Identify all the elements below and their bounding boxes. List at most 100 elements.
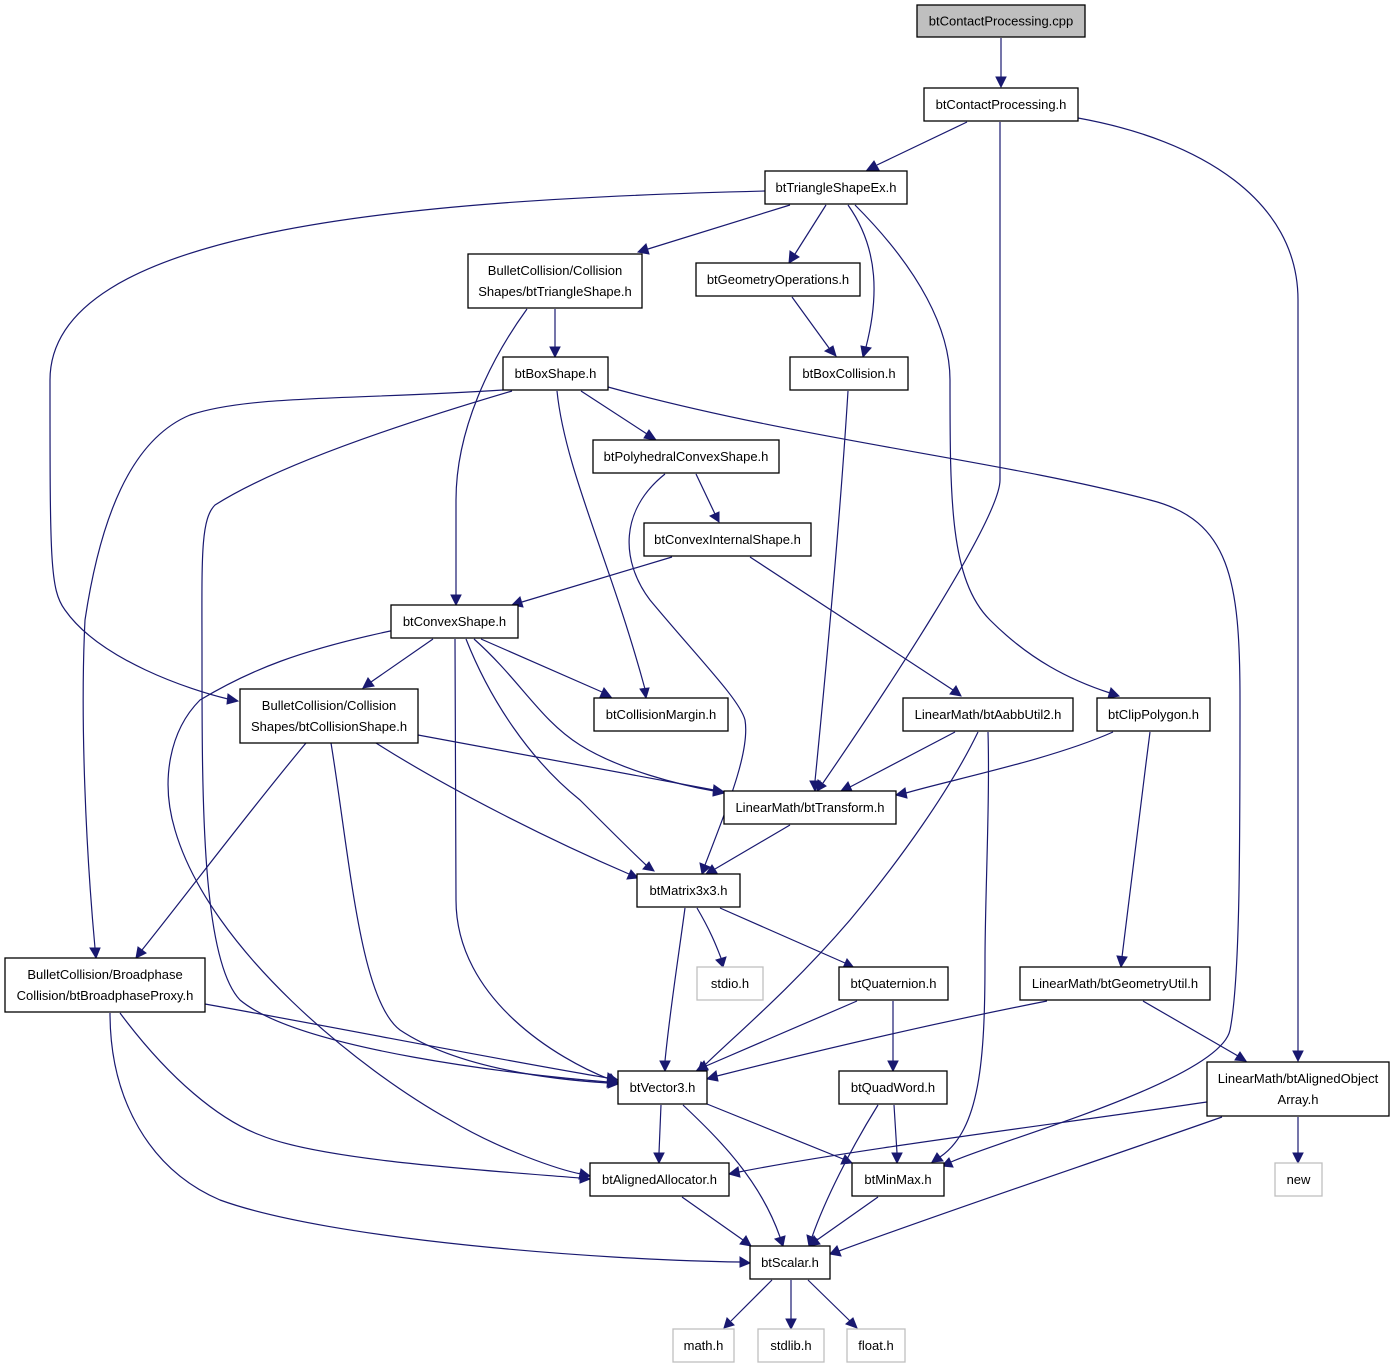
node-box xyxy=(695,262,861,297)
arrowhead xyxy=(226,693,240,705)
node-math-h[interactable]: math.h xyxy=(672,1328,735,1363)
node-bt-transform[interactable]: LinearMath/btTransform.h xyxy=(723,790,897,825)
node-bt-aabb-util2[interactable]: LinearMath/btAabbUtil2.h xyxy=(902,697,1074,732)
edge-bt-convex-shape-to-bt-collision-margin xyxy=(480,638,613,698)
node-label: btMatrix3x3.h xyxy=(649,883,727,898)
node-bt-quad-word[interactable]: btQuadWord.h xyxy=(838,1070,948,1105)
node-label: btClipPolygon.h xyxy=(1108,707,1199,722)
edge-line xyxy=(370,638,434,683)
edge-line xyxy=(454,638,610,1080)
edge-bt-vector3-to-bt-aligned-allocator xyxy=(653,1104,665,1165)
arrowhead xyxy=(773,1235,786,1247)
node-bt-broadphase-proxy[interactable]: BulletCollision/BroadphaseCollision/btBr… xyxy=(4,957,206,1013)
node-box xyxy=(749,1245,831,1280)
edge-bt-collision-shape-to-bt-broadphase-proxy xyxy=(135,742,307,959)
node-bt-vector3[interactable]: btVector3.h xyxy=(617,1070,708,1105)
node-label: LinearMath/btAlignedObject xyxy=(1218,1071,1379,1086)
node-box xyxy=(723,790,897,825)
edge-line xyxy=(854,204,1111,694)
node-bt-box-shape[interactable]: btBoxShape.h xyxy=(502,356,609,391)
arrowhead xyxy=(727,1166,741,1178)
node-label: LinearMath/btGeometryUtil.h xyxy=(1032,976,1198,991)
node-bt-box-collision[interactable]: btBoxCollision.h xyxy=(789,356,909,391)
node-bt-triangle-shape[interactable]: BulletCollision/CollisionShapes/btTriang… xyxy=(467,253,643,309)
node-stdlib-h[interactable]: stdlib.h xyxy=(757,1328,825,1363)
edge-line xyxy=(455,308,528,595)
arrowhead xyxy=(450,594,462,607)
arrowhead xyxy=(599,687,613,698)
edge-line xyxy=(706,1103,844,1160)
node-bt-geometry-util[interactable]: LinearMath/btGeometryUtil.h xyxy=(1019,966,1211,1001)
node-bt-convex-internal-shape[interactable]: btConvexInternalShape.h xyxy=(643,522,812,557)
node-label: BulletCollision/Collision xyxy=(488,263,622,278)
edge-line xyxy=(607,386,1241,1163)
arrowhead xyxy=(788,250,800,264)
edge-bt-convex-internal-shape-to-bt-convex-shape xyxy=(510,556,673,608)
node-box xyxy=(672,1328,735,1363)
arrowhead xyxy=(643,429,658,441)
node-box xyxy=(846,1328,906,1363)
node-bt-triangle-shape-ex[interactable]: btTriangleShapeEx.h xyxy=(764,170,908,205)
arrowhead xyxy=(653,1152,665,1165)
node-label: stdlib.h xyxy=(770,1338,811,1353)
edge-bt-convex-shape-to-bt-collision-shape xyxy=(362,638,434,689)
node-bt-collision-shape[interactable]: BulletCollision/CollisionShapes/btCollis… xyxy=(239,688,419,744)
node-float-h[interactable]: float.h xyxy=(846,1328,906,1363)
node-bt-aligned-allocator[interactable]: btAlignedAllocator.h xyxy=(589,1162,730,1197)
edge-line xyxy=(141,742,307,951)
edge-bt-triangle-shape-ex-to-bt-geometry-operations xyxy=(788,204,827,264)
node-bt-quaternion[interactable]: btQuaternion.h xyxy=(838,966,949,1001)
arrowhead xyxy=(887,1060,899,1073)
node-bt-polyhedral-convex-shape[interactable]: btPolyhedralConvexShape.h xyxy=(592,439,780,474)
node-label: btMinMax.h xyxy=(864,1172,931,1187)
node-box xyxy=(757,1328,825,1363)
node-bt-matrix3x3[interactable]: btMatrix3x3.h xyxy=(636,873,741,908)
node-bt-min-max[interactable]: btMinMax.h xyxy=(851,1162,945,1197)
node-box xyxy=(390,604,519,639)
edge-line xyxy=(719,907,846,964)
node-bt-contact-processing-h[interactable]: btContactProcessing.h xyxy=(923,87,1079,122)
node-bt-contact-processing-cpp[interactable]: btContactProcessing.cpp xyxy=(916,4,1086,38)
node-box xyxy=(764,170,908,205)
edge-bt-triangle-shape-ex-to-bt-clip-polygon xyxy=(854,204,1121,699)
arrowhead xyxy=(891,1152,903,1165)
edge-line xyxy=(905,731,1114,794)
node-bt-clip-polygon[interactable]: btClipPolygon.h xyxy=(1096,697,1211,732)
edge-line xyxy=(847,204,875,348)
edge-line xyxy=(876,121,968,166)
node-bt-scalar[interactable]: btScalar.h xyxy=(749,1245,831,1280)
arrowhead xyxy=(785,1318,797,1331)
node-box xyxy=(4,957,206,1013)
edge-bt-scalar-to-math-h xyxy=(723,1279,773,1329)
node-box xyxy=(1019,966,1211,1001)
edge-line xyxy=(1121,731,1151,958)
edge-bt-contact-processing-h-to-bt-transform xyxy=(816,121,1001,792)
node-bt-geometry-operations[interactable]: btGeometryOperations.h xyxy=(695,262,861,297)
node-new-h[interactable]: new xyxy=(1274,1162,1323,1197)
edge-line xyxy=(714,824,791,870)
node-label: stdio.h xyxy=(711,976,749,991)
edge-line xyxy=(681,1196,744,1241)
node-label: btContactProcessing.h xyxy=(936,97,1067,112)
node-label: btQuadWord.h xyxy=(851,1080,935,1095)
arrowhead xyxy=(695,1060,709,1071)
arrowhead xyxy=(362,677,375,689)
node-label: btPolyhedralConvexShape.h xyxy=(604,449,769,464)
arrowhead xyxy=(1292,1050,1304,1063)
edge-bt-collision-shape-to-bt-transform xyxy=(417,734,726,796)
arrowhead xyxy=(135,946,147,959)
edge-line xyxy=(201,390,609,1083)
edge-line xyxy=(705,1000,858,1067)
node-stdio-h[interactable]: stdio.h xyxy=(696,966,764,1001)
arrowhead xyxy=(949,685,962,697)
edge-bt-contact-processing-h-to-bt-aligned-object-array xyxy=(1077,117,1304,1063)
node-bt-collision-margin[interactable]: btCollisionMargin.h xyxy=(593,697,729,732)
node-label: Shapes/btCollisionShape.h xyxy=(251,719,407,734)
node-box xyxy=(1206,1061,1390,1117)
node-bt-convex-shape[interactable]: btConvexShape.h xyxy=(390,604,519,639)
arrowhead xyxy=(579,1172,592,1184)
arrowhead xyxy=(1107,687,1121,699)
edge-line xyxy=(695,473,716,515)
edge-line xyxy=(417,734,715,791)
